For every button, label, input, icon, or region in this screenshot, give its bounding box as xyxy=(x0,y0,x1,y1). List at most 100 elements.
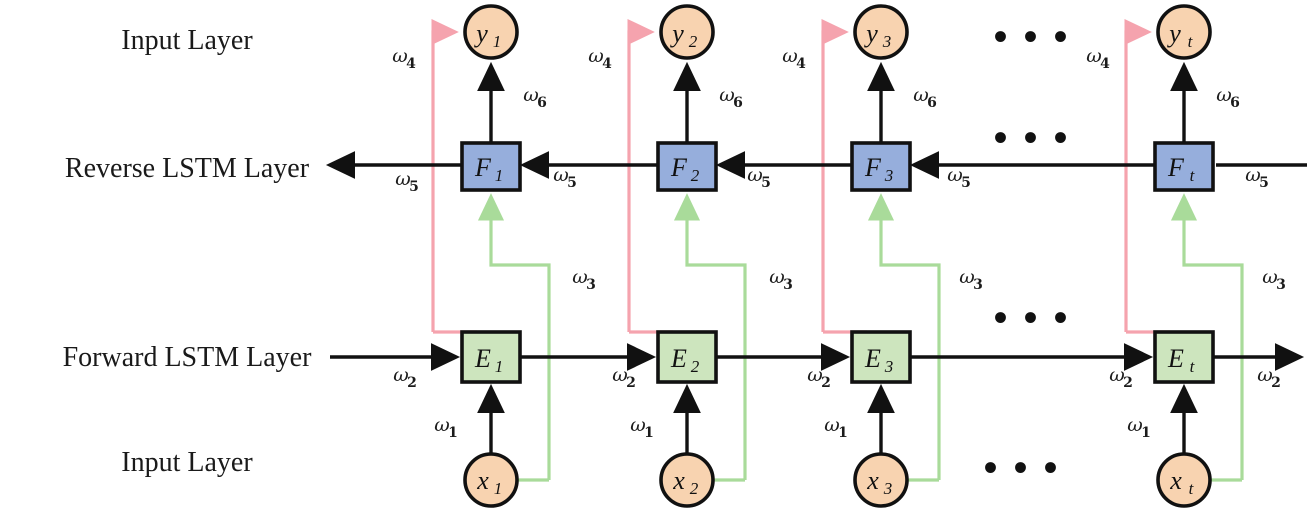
weight-label-w2: ω2 xyxy=(1109,364,1133,391)
weight-subscript: 2 xyxy=(1271,375,1281,391)
weight-label-w5: ω5 xyxy=(553,164,577,191)
label-Ft-base: F xyxy=(1167,153,1185,182)
weight-subscript: 5 xyxy=(567,175,577,191)
label-F3-sub: 3 xyxy=(884,166,894,185)
weight-base: ω xyxy=(1262,266,1278,288)
node-yt[interactable] xyxy=(1156,4,1212,60)
node-y1[interactable] xyxy=(463,4,519,60)
cell-E1[interactable] xyxy=(460,330,522,384)
weight-base: ω xyxy=(434,414,450,436)
row-label-input-layer-top: Input Layer xyxy=(121,25,253,56)
label-E3-sub: 3 xyxy=(884,357,894,376)
weight-subscript: 5 xyxy=(761,175,771,191)
label-Ft-sub: t xyxy=(1190,166,1196,185)
label-x3-base: x xyxy=(866,466,879,495)
node-y2[interactable] xyxy=(659,4,715,60)
weight-label-w6: ω6 xyxy=(1216,84,1240,111)
weight-label-w1: ω1 xyxy=(630,414,654,441)
label-E2-sub: 2 xyxy=(691,357,700,376)
weight-subscript: 1 xyxy=(1141,425,1151,441)
pink-link-col2 xyxy=(627,18,655,332)
node-y3[interactable] xyxy=(853,4,909,60)
label-E2-base: E xyxy=(670,344,687,373)
cell-Et[interactable] xyxy=(1153,330,1215,384)
pink-connections xyxy=(431,18,1170,334)
weight-label-w3: ω3 xyxy=(572,266,596,293)
label-E1-base: E xyxy=(474,344,491,373)
node-x3[interactable] xyxy=(853,452,909,508)
label-E1-sub: 1 xyxy=(495,357,504,376)
output-nodes xyxy=(463,4,1212,60)
weight-base: ω xyxy=(392,45,408,67)
weight-subscript: 5 xyxy=(409,179,419,195)
weight-base: ω xyxy=(1127,414,1143,436)
label-xt-sub: t xyxy=(1189,479,1195,498)
weight-subscript: 4 xyxy=(406,56,416,72)
weight-base: ω xyxy=(588,45,604,67)
green-connections xyxy=(477,193,1244,482)
weight-subscript: 3 xyxy=(1276,277,1286,293)
weight-subscript: 1 xyxy=(448,425,458,441)
weight-subscript: 1 xyxy=(838,425,848,441)
label-x2-base: x xyxy=(672,466,685,495)
label-x1-sub: 1 xyxy=(494,479,503,498)
label-xt-base: x xyxy=(1169,466,1182,495)
weight-subscript: 2 xyxy=(1123,375,1133,391)
weight-subscript: 2 xyxy=(821,375,831,391)
weight-label-w4: ω4 xyxy=(392,45,416,72)
ellipsis-reverse-row: • • • xyxy=(993,115,1070,160)
label-y2-sub: 2 xyxy=(689,32,698,51)
weight-base: ω xyxy=(769,266,785,288)
weight-subscript: 6 xyxy=(927,95,937,111)
weight-subscript: 2 xyxy=(626,375,636,391)
row-labels: Input Layer Reverse LSTM Layer Forward L… xyxy=(63,25,313,478)
weight-base: ω xyxy=(1257,364,1273,386)
weight-subscript: 6 xyxy=(537,95,547,111)
node-x1[interactable] xyxy=(463,452,519,508)
green-link-col3 xyxy=(867,193,941,480)
node-x2[interactable] xyxy=(659,452,715,508)
cell-F3[interactable] xyxy=(850,141,912,192)
weight-subscript: 6 xyxy=(1230,95,1240,111)
weight-base: ω xyxy=(747,164,763,186)
weight-base: ω xyxy=(393,364,409,386)
label-x2-sub: 2 xyxy=(690,479,699,498)
weight-base: ω xyxy=(1109,364,1125,386)
weight-subscript: 5 xyxy=(961,175,971,191)
weight-subscript: 4 xyxy=(1100,56,1110,72)
weight-label-w3: ω3 xyxy=(1262,266,1286,293)
forward-lstm-cells xyxy=(460,330,1215,384)
label-E3-base: E xyxy=(864,344,881,373)
label-F1-base: F xyxy=(474,153,492,182)
green-link-col2 xyxy=(673,193,747,480)
weight-subscript: 6 xyxy=(733,95,743,111)
cell-F1[interactable] xyxy=(460,141,522,192)
ellipsis-input-row: • • • xyxy=(983,445,1060,490)
cell-F2[interactable] xyxy=(656,141,718,192)
pink-link-col1 xyxy=(431,18,459,332)
label-F3-base: F xyxy=(864,153,882,182)
weight-label-w6: ω6 xyxy=(719,84,743,111)
node-xt[interactable] xyxy=(1156,452,1212,508)
cell-E2[interactable] xyxy=(656,330,718,384)
cell-E3[interactable] xyxy=(850,330,912,384)
reverse-lstm-cells xyxy=(460,141,1215,192)
cell-Ft[interactable] xyxy=(1153,141,1215,192)
label-y3-base: y xyxy=(863,19,878,48)
weight-label-w2: ω2 xyxy=(807,364,831,391)
vertical-arrows xyxy=(477,61,1198,454)
weight-label-w5: ω5 xyxy=(1245,164,1269,191)
row-label-reverse-lstm: Reverse LSTM Layer xyxy=(65,153,310,184)
weight-base: ω xyxy=(612,364,628,386)
weight-label-w5: ω5 xyxy=(747,164,771,191)
weight-subscript: 1 xyxy=(644,425,654,441)
weight-base: ω xyxy=(947,164,963,186)
label-x1-base: x xyxy=(476,466,489,495)
weight-base: ω xyxy=(1245,164,1261,186)
pink-link-colt xyxy=(1124,18,1152,332)
weight-base: ω xyxy=(807,364,823,386)
weight-subscript: 3 xyxy=(973,277,983,293)
